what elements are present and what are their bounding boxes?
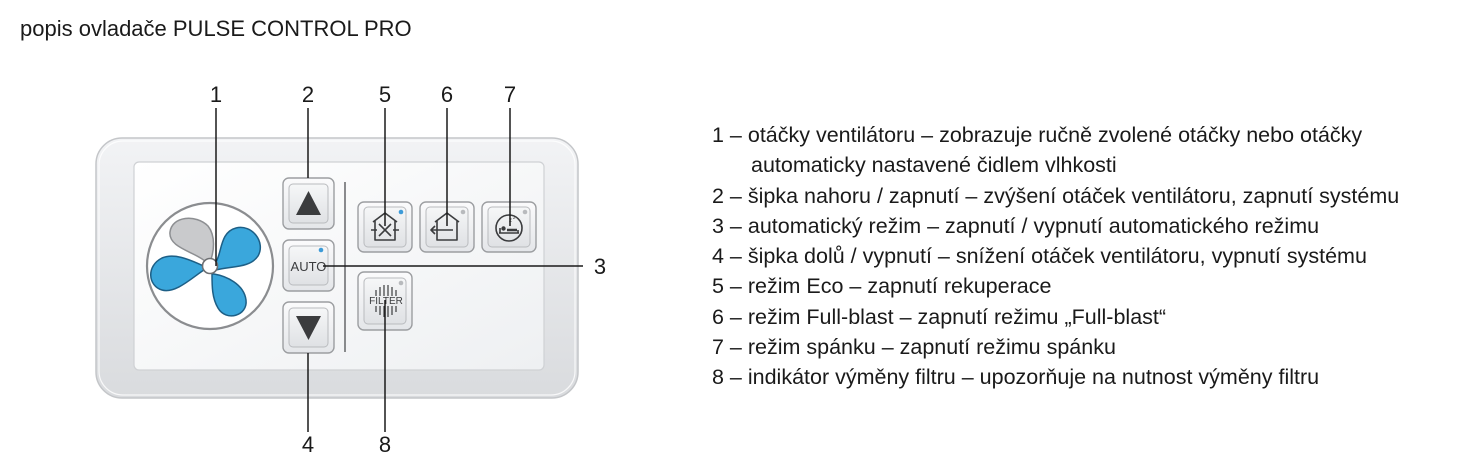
callout-1: 1 <box>210 82 222 107</box>
fan-blade <box>211 273 247 317</box>
callout-2: 2 <box>302 82 314 107</box>
callout-8: 8 <box>379 432 391 457</box>
svg-text:z: z <box>513 215 516 221</box>
callout-5: 5 <box>379 82 391 107</box>
fan-hub <box>201 257 219 275</box>
legend-item: 1 – otáčky ventilátoru – zobrazuje ručně… <box>712 123 1363 178</box>
filter-indicator: FILTER <box>357 271 413 331</box>
legend-list: 1 – otáčky ventilátoru – zobrazuje ručně… <box>712 120 1472 393</box>
filter-label: FILTER <box>369 296 403 307</box>
status-led <box>398 280 404 286</box>
callout-7: 7 <box>504 82 516 107</box>
arrow-down-button[interactable] <box>282 301 335 354</box>
callout-4: 4 <box>302 432 314 457</box>
controller-diagram: AUTO <box>95 82 606 457</box>
auto-label: AUTO <box>291 259 327 274</box>
sleep-mode-button[interactable]: z z <box>481 201 537 253</box>
status-led <box>318 247 324 253</box>
legend-item: 5 – režim Eco – zapnutí rekuperace <box>712 274 1052 299</box>
legend-item: 8 – indikátor výměny filtru – upozorňuje… <box>712 365 1320 390</box>
arrow-down-icon <box>296 316 321 340</box>
legend-item: 3 – automatický režim – zapnutí / vypnut… <box>712 213 1320 238</box>
filter-icon <box>375 285 397 317</box>
callout-3: 3 <box>594 254 606 279</box>
auto-mode-button[interactable]: AUTO <box>282 239 335 292</box>
page-title: popis ovladače PULSE CONTROL PRO <box>20 16 412 41</box>
legend-item: 7 – režim spánku – zapnutí režimu spánku <box>712 335 1116 360</box>
fan-blade <box>215 226 261 271</box>
eco-mode-button[interactable] <box>357 201 413 253</box>
full-blast-icon <box>430 212 460 241</box>
callout-6: 6 <box>441 82 453 107</box>
legend-item: 2 – šipka nahoru / zapnutí – zvýšení otá… <box>712 183 1400 208</box>
arrow-up-button[interactable] <box>282 177 335 230</box>
full-blast-button[interactable] <box>419 201 475 253</box>
fan-blade-inactive <box>169 217 215 263</box>
leader-lines <box>215 108 583 432</box>
fan-blade <box>150 255 205 292</box>
legend-item: 6 – režim Full-blast – zapnutí režimu „F… <box>712 304 1167 329</box>
arrow-up-icon <box>296 191 321 215</box>
status-led <box>522 209 528 215</box>
legend-item: 4 – šipka dolů / vypnutí – snížení otáče… <box>712 244 1367 269</box>
fan-icon <box>145 201 275 331</box>
status-led <box>460 209 466 215</box>
status-led <box>398 209 404 215</box>
